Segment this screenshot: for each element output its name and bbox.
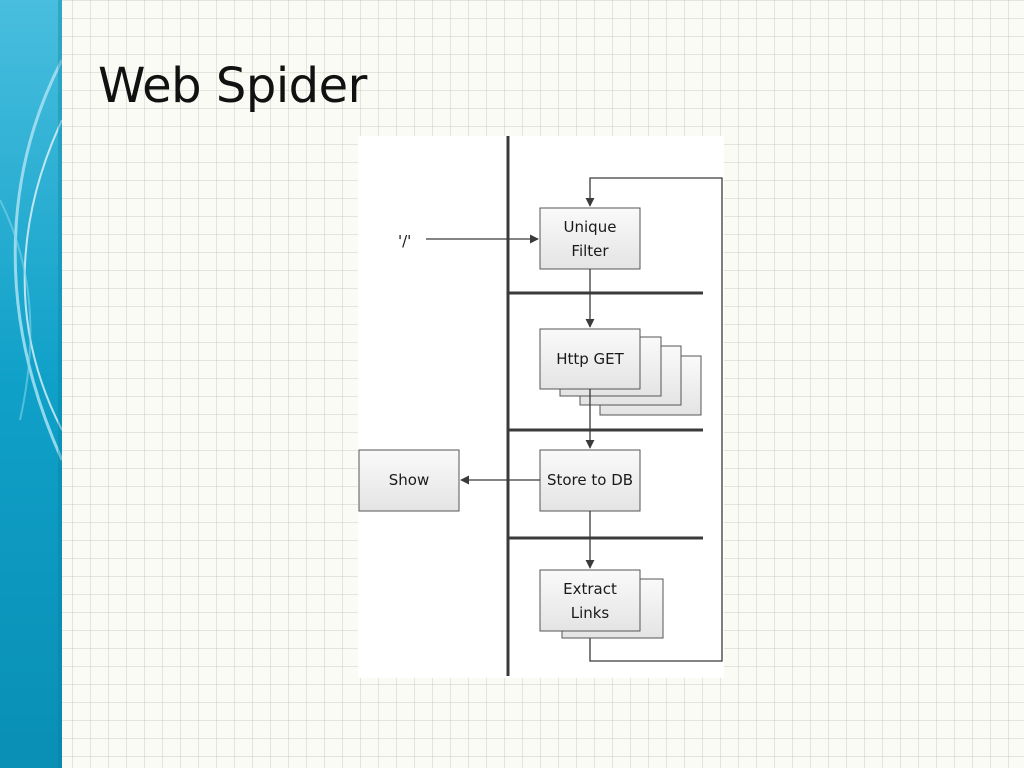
extract-links-node-stack: Extract Links <box>539 569 664 639</box>
store-to-db-label: Store to DB <box>547 471 633 489</box>
http-get-label: Http GET <box>556 350 624 368</box>
show-label: Show <box>389 471 429 489</box>
store-to-db-node: Store to DB <box>539 449 641 512</box>
extract-links-label-line2: Links <box>571 604 610 622</box>
show-node: Show <box>358 449 460 512</box>
http-get-node-stack: Http GET <box>539 328 702 416</box>
slide-title: Web Spider <box>98 58 367 114</box>
loop-back-connector <box>585 177 723 662</box>
unique-filter-label-line2: Filter <box>571 242 609 260</box>
unique-filter-label-line1: Unique <box>564 218 617 236</box>
decorative-side-band <box>0 0 62 768</box>
web-spider-flow-diagram: '/' Unique Filter Http GET Store to DB S… <box>358 136 724 678</box>
extract-links-label-line1: Extract <box>563 580 617 598</box>
unique-filter-node: Unique Filter <box>539 207 641 270</box>
input-label: '/' <box>398 232 411 250</box>
